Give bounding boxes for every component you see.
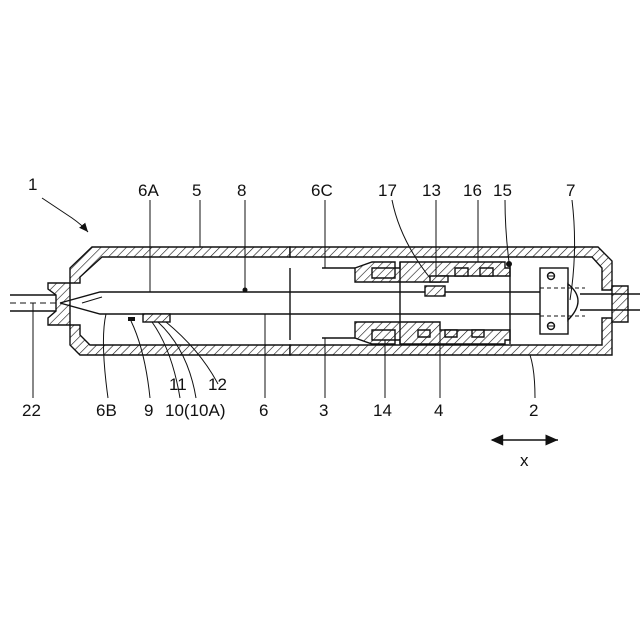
label-5: 5 xyxy=(192,181,201,200)
inner-sleeve-3 xyxy=(290,268,355,340)
label-x: x xyxy=(520,451,529,470)
label-1: 1 xyxy=(28,175,37,194)
cable-22 xyxy=(10,295,58,311)
label-8: 8 xyxy=(237,181,246,200)
label-6A: 6A xyxy=(138,181,159,200)
label-12: 12 xyxy=(208,375,227,394)
label-7: 7 xyxy=(566,181,575,200)
label-15: 15 xyxy=(493,181,512,200)
label-10-10A: 10(10A) xyxy=(165,401,225,420)
cable-gland xyxy=(48,283,70,325)
label-6C: 6C xyxy=(311,181,333,200)
label-17: 17 xyxy=(378,181,397,200)
connector-block-7 xyxy=(540,268,585,334)
label-22: 22 xyxy=(22,401,41,420)
label-2: 2 xyxy=(529,401,538,420)
label-9: 9 xyxy=(144,401,153,420)
spring-assembly xyxy=(355,261,512,344)
label-6: 6 xyxy=(259,401,268,420)
leader-lines xyxy=(33,198,575,398)
probe-rod-6 xyxy=(60,292,540,314)
label-6B: 6B xyxy=(96,401,117,420)
label-3: 3 xyxy=(319,401,328,420)
label-11: 11 xyxy=(169,375,187,394)
right-terminal xyxy=(580,286,640,322)
label-13: 13 xyxy=(422,181,441,200)
label-16: 16 xyxy=(463,181,482,200)
label-4: 4 xyxy=(434,401,443,420)
label-14: 14 xyxy=(373,401,392,420)
